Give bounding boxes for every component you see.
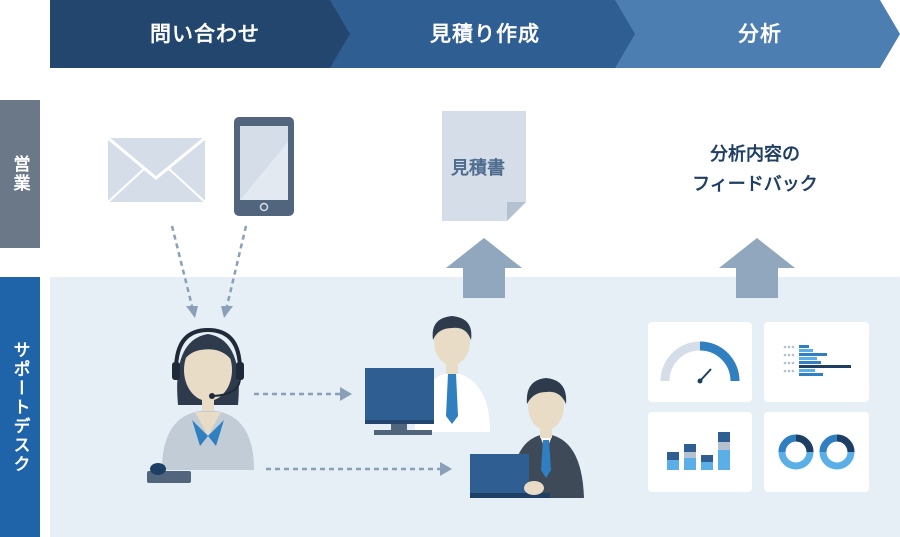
document-icon xyxy=(442,111,526,221)
feedback-line-1: 分析内容の xyxy=(710,144,800,165)
up-arrow-estimate xyxy=(446,238,522,298)
step-2-shape xyxy=(330,0,635,68)
step-3-shape xyxy=(615,0,900,68)
hbar-chart xyxy=(783,345,851,376)
step-estimate: 見積り作成 xyxy=(430,22,540,46)
feedback-line-2: フィードバック xyxy=(692,174,818,195)
arrowhead-right xyxy=(221,306,233,318)
arrowhead-staff-2 xyxy=(440,462,452,476)
lane-sales-text: 営業 xyxy=(9,155,30,193)
arrowhead-left xyxy=(186,306,198,318)
up-arrow-analysis xyxy=(719,238,795,298)
arrowhead-staff-1 xyxy=(340,387,352,401)
lane-support-label: サポートデスク xyxy=(0,277,40,537)
estimate-document-label: 見積書 xyxy=(451,158,505,179)
envelope-icon xyxy=(107,136,206,203)
feedback-caption: 分析内容の フィードバック xyxy=(655,140,855,200)
staff-figure-1 xyxy=(365,316,490,435)
lane-support-text: サポートデスク xyxy=(9,340,30,474)
step-inquiry: 問い合わせ xyxy=(150,22,260,46)
lane-sales-label: 営業 xyxy=(0,100,40,248)
incoming-arrows xyxy=(170,225,248,307)
handoff-arrows xyxy=(254,392,440,471)
gauge-chart xyxy=(660,341,740,384)
card-stacked xyxy=(648,412,752,492)
step-analysis: 分析 xyxy=(738,22,782,46)
process-bar xyxy=(50,0,900,68)
staff-figure-2 xyxy=(470,378,584,498)
card-donut xyxy=(764,412,869,492)
operator-figure xyxy=(147,327,254,483)
smartphone-icon xyxy=(234,117,294,216)
step-1-arrow xyxy=(50,0,350,68)
stacked-bar-chart xyxy=(667,432,730,470)
card-gauge xyxy=(648,322,752,402)
donut-charts xyxy=(778,434,855,470)
